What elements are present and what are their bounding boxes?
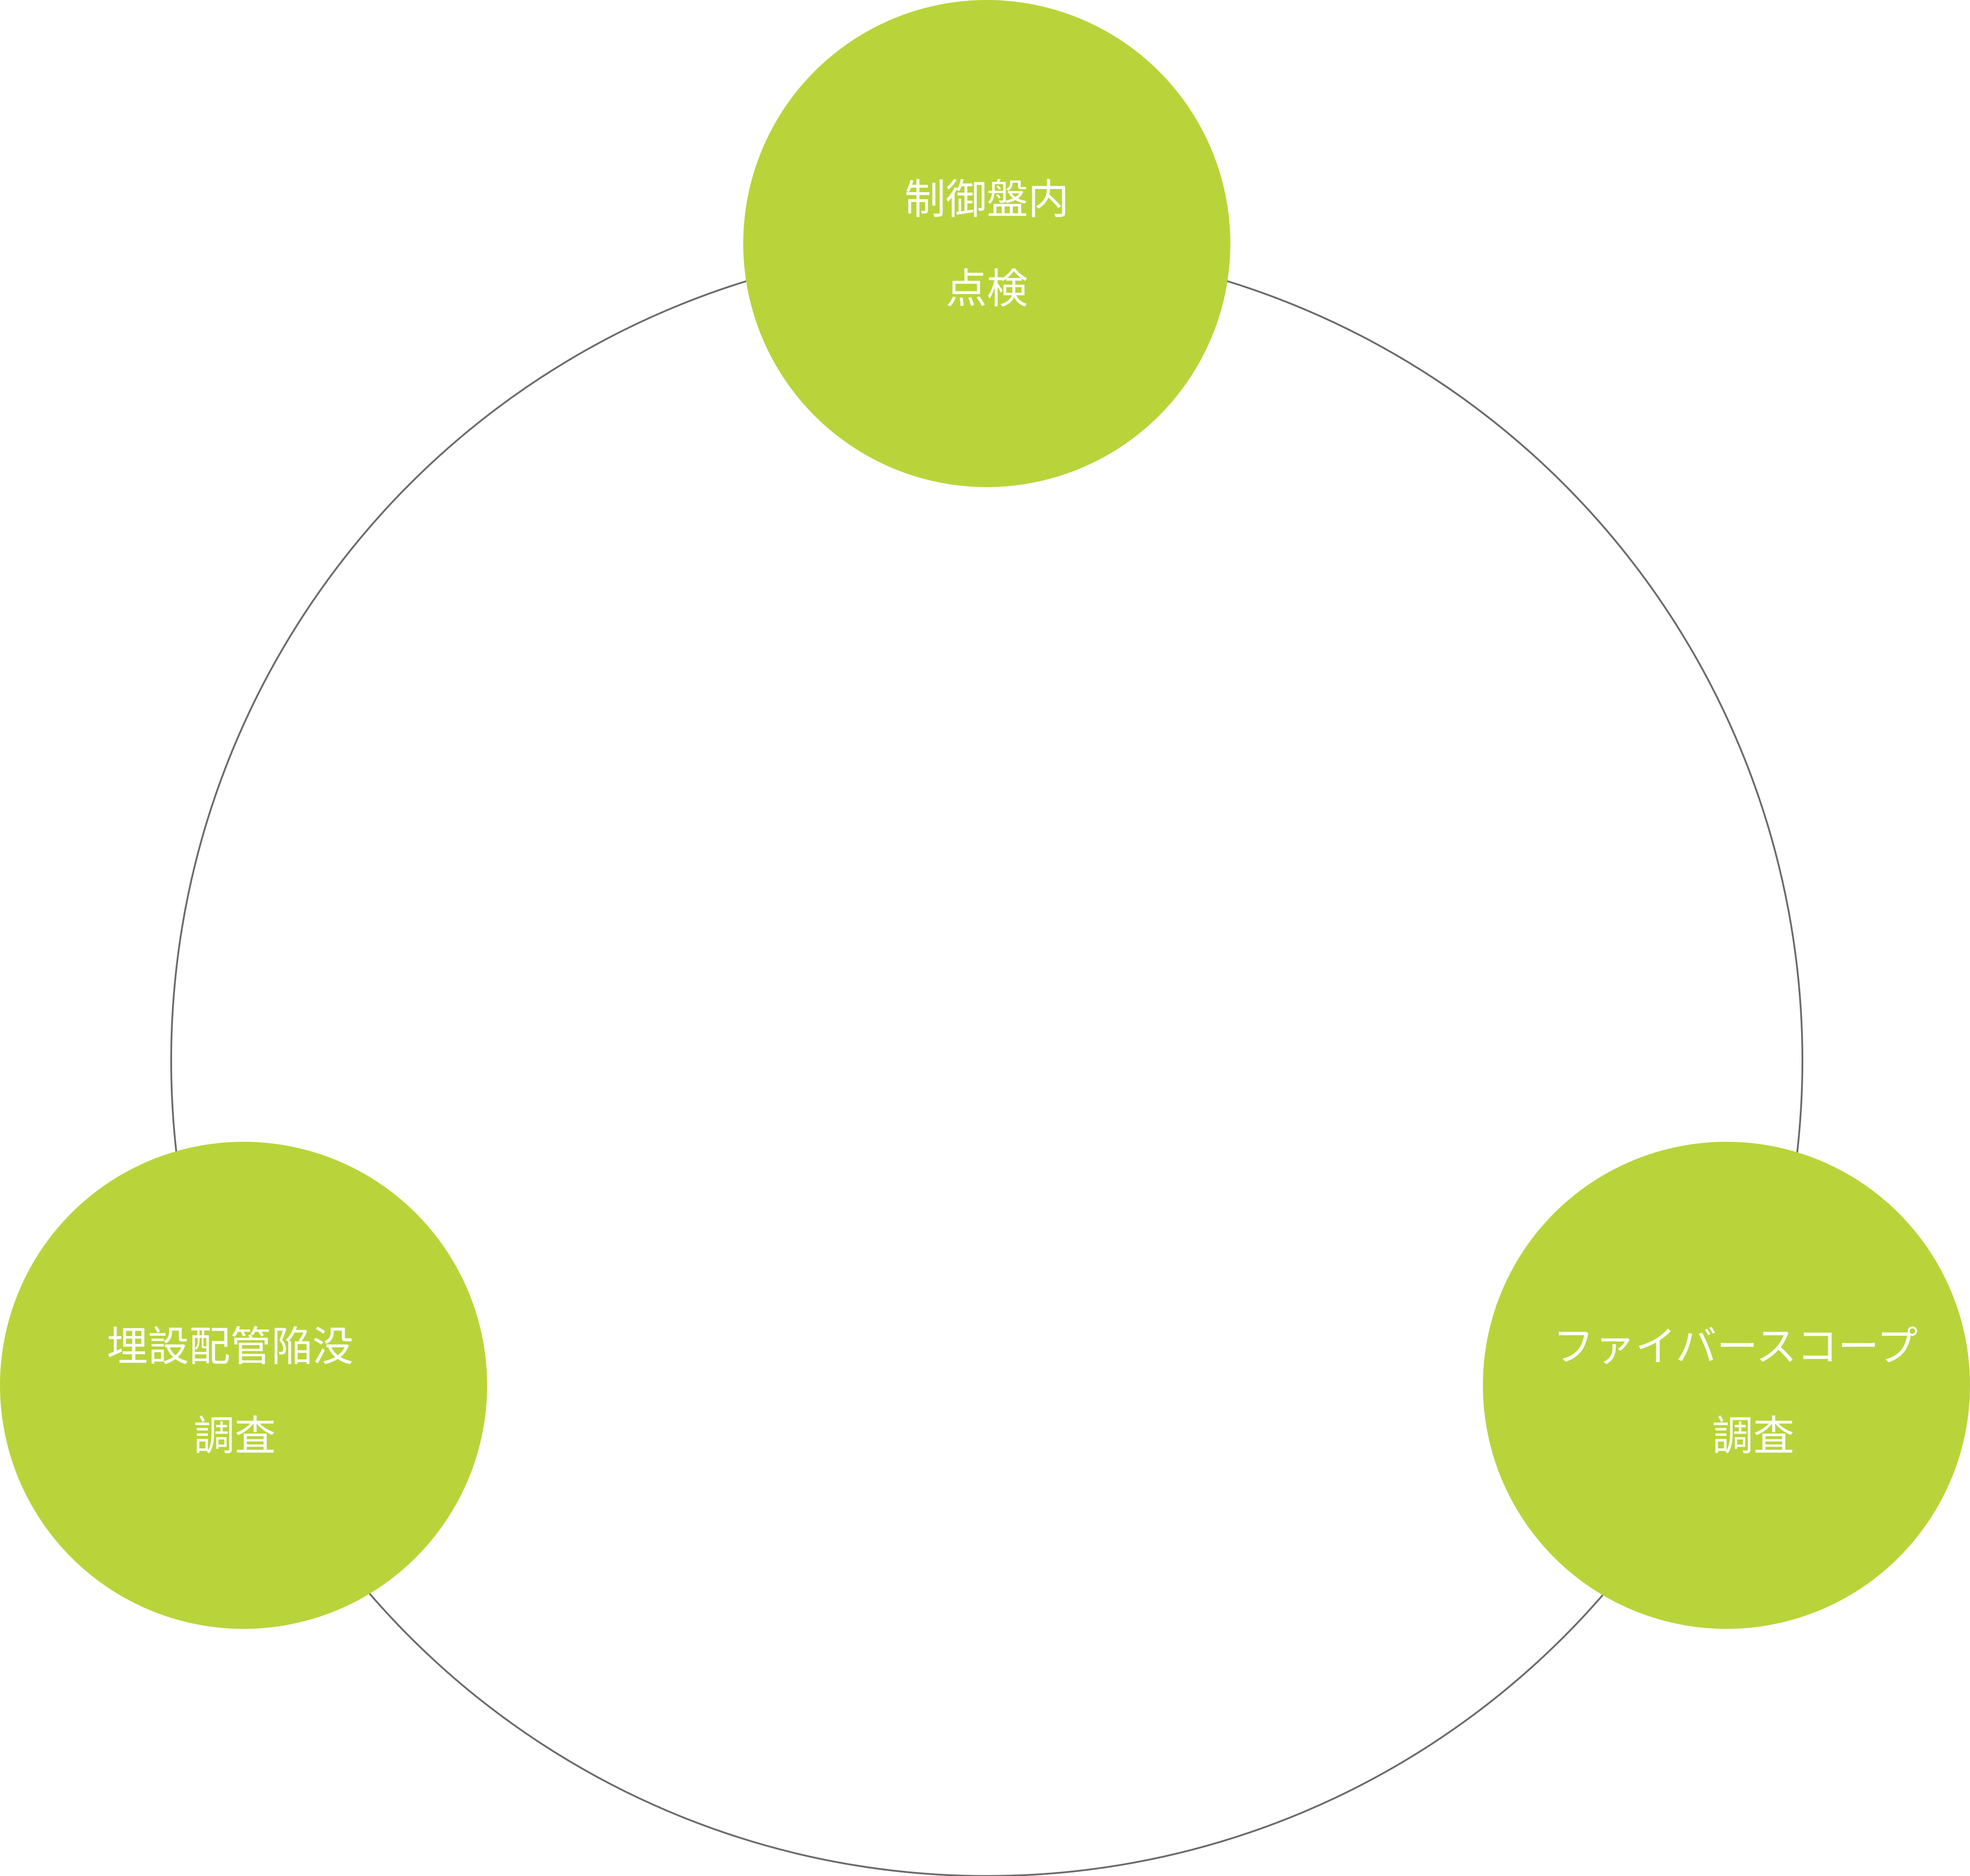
node-label-line2: 調査	[194, 1412, 276, 1460]
node-fiberscope-survey: ファイバースコープ 調査	[1483, 1142, 1970, 1629]
node-circle	[743, 0, 1230, 487]
node-buried-pipe-subsidence-survey: 埋設配管陥没 調査	[0, 1142, 487, 1629]
node-circle	[0, 1142, 487, 1629]
node-label-line1: 制御盤内	[905, 176, 1069, 223]
node-circle	[1483, 1142, 1970, 1629]
node-label-line2: 点検	[946, 265, 1028, 313]
node-label-line2: 調査	[1712, 1412, 1794, 1460]
node-label-line1: ファイバースコープ	[1553, 1323, 1918, 1371]
node-label-line1: 埋設配管陥没	[107, 1323, 354, 1371]
node-control-panel-inspection: 制御盤内 点検	[743, 0, 1230, 487]
